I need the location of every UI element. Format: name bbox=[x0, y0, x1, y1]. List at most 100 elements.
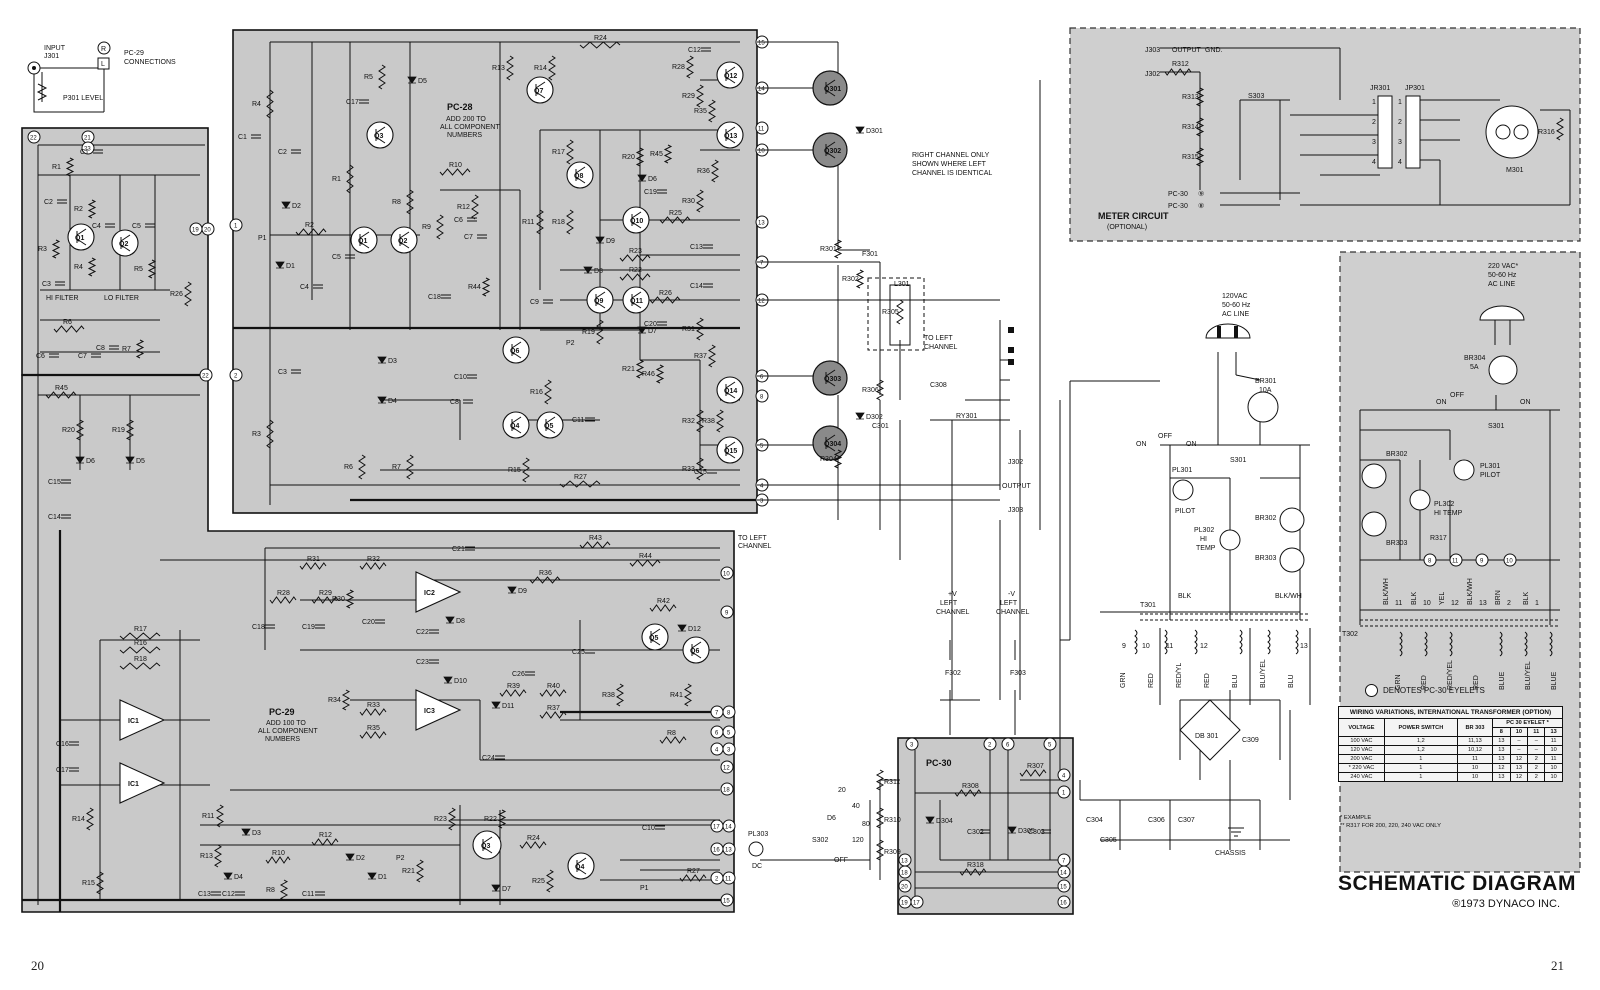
component-label: C304 bbox=[1086, 817, 1103, 824]
diode-d302: D302 bbox=[855, 412, 883, 421]
transistor-label: Q10 bbox=[630, 218, 643, 225]
transistor-q9-icon: Q9 bbox=[586, 286, 614, 314]
bridge-rectifier-icon bbox=[1179, 699, 1241, 761]
eyelet-13: 13 bbox=[898, 853, 912, 867]
col-eyelet-11: 11 bbox=[1527, 727, 1546, 737]
transistor-q14-icon: Q14 bbox=[716, 376, 744, 404]
eyelet-10: 10 bbox=[1503, 553, 1517, 567]
resistor-r18: R18 bbox=[119, 656, 161, 670]
resistor-r11: R11 bbox=[202, 804, 224, 828]
diode-d301: D301 bbox=[855, 126, 883, 135]
diode-d8: D8 bbox=[583, 266, 603, 275]
resistor-label: R302 bbox=[842, 276, 859, 283]
resistor-label: R3 bbox=[252, 431, 261, 438]
eyelet-label: 19 bbox=[192, 228, 199, 234]
resistor-r302: R302 bbox=[842, 269, 865, 289]
level-pot-label: P301 LEVEL bbox=[63, 95, 103, 102]
eyelet-label: 11 bbox=[725, 877, 732, 883]
pc29-content: PC-29 ADD 100 TO ALL COMPONENT NUMBERS H… bbox=[22, 130, 772, 912]
component-label: CHANNEL bbox=[996, 609, 1030, 616]
eyelet-label: 11 bbox=[1452, 559, 1459, 565]
eyelet-label: 14 bbox=[725, 825, 732, 831]
capacitor-c302: C302 bbox=[967, 829, 990, 836]
copyright: ®1973 DYNACO INC. bbox=[1452, 898, 1560, 910]
resistor-r26: R26 bbox=[170, 281, 192, 307]
component-label: 11 bbox=[1395, 600, 1402, 607]
eyelet-13: 13 bbox=[755, 215, 769, 229]
pc28-content: PC-28 ADD 200 TO ALL COMPONENT NUMBERS Q… bbox=[229, 35, 769, 507]
transistor-q5-icon: Q5 bbox=[536, 411, 564, 439]
eyelet-15: 15 bbox=[1057, 879, 1071, 893]
resistor-label: R5 bbox=[134, 266, 143, 273]
table-notes: * EXAMPLE ** R317 FOR 200, 220, 240 VAC … bbox=[1340, 814, 1570, 830]
capacitor-c20: C20 bbox=[362, 619, 385, 626]
resistor-label: R32 bbox=[367, 556, 380, 563]
eyelet-3: 3 bbox=[722, 742, 736, 756]
breaker-br303-icon bbox=[1279, 547, 1305, 573]
table-cell: 1,2 bbox=[1383, 736, 1458, 746]
resistor-label: R4 bbox=[252, 101, 261, 108]
diode-d304: D304 bbox=[925, 816, 953, 825]
eyelet-label: 5 bbox=[760, 444, 764, 450]
capacitor-c25: C25 bbox=[572, 649, 595, 656]
component-label: L301 bbox=[894, 281, 910, 288]
diode-label: D3 bbox=[252, 830, 261, 837]
resistor-r24: R24 bbox=[519, 835, 547, 849]
diode-d2: D2 bbox=[345, 853, 365, 862]
resistor-label: R33 bbox=[367, 702, 380, 709]
svg-text:SHOWN WHERE LEFT: SHOWN WHERE LEFT bbox=[912, 161, 987, 168]
intl-breaker-icon bbox=[1361, 511, 1387, 537]
resistor-r30: R30 bbox=[682, 189, 704, 213]
resistor-label: R43 bbox=[589, 535, 602, 542]
resistor-label: R15 bbox=[82, 880, 95, 887]
transistor-q1-icon: Q1 bbox=[350, 226, 378, 254]
j303-label: J303 bbox=[1008, 507, 1023, 514]
resistor-label: R38 bbox=[702, 418, 715, 425]
resistor-label: R34 bbox=[328, 697, 341, 704]
capacitor-label: C12 bbox=[688, 47, 701, 54]
table-cell: 10 bbox=[1544, 772, 1563, 782]
resistor-r29: R29 bbox=[682, 84, 704, 108]
intl-ac-plug-icon bbox=[1479, 305, 1525, 321]
capacitor-c8: C8 bbox=[96, 345, 119, 352]
eyelet-17: 17 bbox=[910, 895, 924, 909]
component-label: 120 bbox=[852, 837, 864, 844]
transistor-label: Q15 bbox=[724, 448, 737, 455]
component-label: PC-30 bbox=[1168, 203, 1188, 210]
wiring-variations-table: WIRING VARIATIONS, INTERNATIONAL TRANSFO… bbox=[1338, 706, 1563, 782]
resistor-label: R10 bbox=[449, 162, 462, 169]
component-label: F303 bbox=[1010, 670, 1026, 677]
diode-d2: D2 bbox=[281, 201, 301, 210]
transistor-q302-icon: Q302 bbox=[812, 132, 848, 168]
wire-color-label: RED/YL bbox=[1176, 663, 1183, 688]
eyelet-label: 1 bbox=[234, 224, 238, 230]
capacitor-label: C2 bbox=[44, 199, 53, 206]
component-label: 12 bbox=[1200, 643, 1208, 650]
eyelet-23: 23 bbox=[81, 141, 95, 155]
capacitor-label: C3 bbox=[42, 281, 51, 288]
transistor-q15-icon: Q15 bbox=[716, 436, 744, 464]
resistor-r13: R13 bbox=[492, 55, 514, 81]
resistor-r35: R35 bbox=[359, 725, 387, 739]
resistor- bbox=[1164, 68, 1192, 76]
resistor-label: R313 bbox=[1182, 94, 1199, 101]
transistor-q11-icon: Q11 bbox=[622, 286, 650, 314]
capacitor-c2: C2 bbox=[44, 199, 67, 206]
diode-label: D9 bbox=[606, 238, 615, 245]
table-cell: – bbox=[1527, 745, 1546, 755]
svg-text:CONNECTIONS: CONNECTIONS bbox=[124, 59, 176, 66]
eyelet-11: 11 bbox=[1449, 553, 1463, 567]
eyelet-label: 17 bbox=[713, 825, 720, 831]
capacitor-c1: C1 bbox=[238, 134, 261, 141]
table-cell: 2 bbox=[1527, 772, 1546, 782]
wire-color-label: BLU bbox=[1288, 674, 1295, 688]
diode-label: D304 bbox=[936, 818, 953, 825]
eyelet-22: 22 bbox=[199, 368, 213, 382]
pc28-title: PC-28 bbox=[447, 102, 473, 112]
component-label: CHASSIS bbox=[1215, 850, 1246, 857]
component-label: P1 bbox=[258, 235, 267, 242]
resistor-label: R8 bbox=[667, 730, 676, 737]
resistor-r2: R2 bbox=[74, 199, 97, 219]
